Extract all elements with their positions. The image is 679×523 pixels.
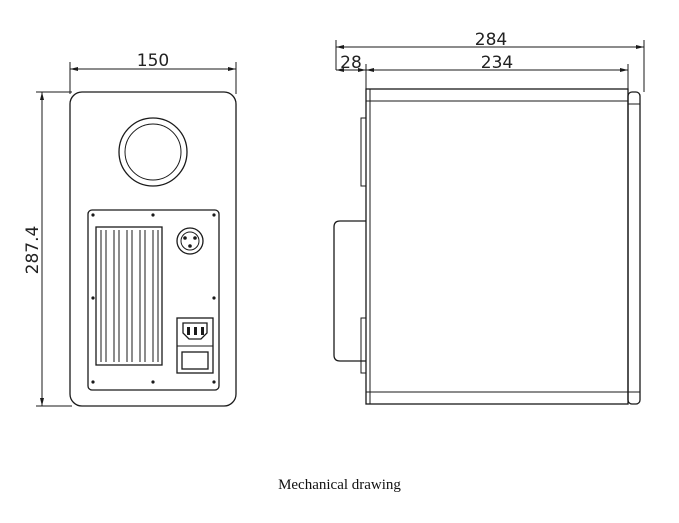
rear-amplifier-profile [333, 117, 367, 374]
front-baffle [627, 91, 641, 405]
power-inlet-icon [176, 317, 214, 374]
side-view: 284 28 234 [333, 30, 645, 405]
side-total-label: 284 [475, 30, 507, 50]
amplifier-plate [87, 209, 220, 391]
tweeter [118, 117, 188, 187]
screws [91, 213, 216, 384]
front-width-label: 150 [137, 51, 169, 71]
front-width-dimension: 150 [69, 51, 237, 94]
power-switch-icon [181, 351, 209, 370]
cabinet-body [365, 88, 629, 405]
side-total-dimension: 284 [335, 30, 645, 92]
front-view: 150 287.4 [23, 51, 237, 407]
front-height-label: 287.4 [23, 226, 43, 275]
side-offset-label: 28 [340, 53, 362, 73]
xlr-connector-icon [176, 227, 204, 255]
front-panel-outline [69, 91, 237, 407]
figure-caption: Mechanical drawing [278, 477, 401, 493]
side-partial-dimensions: 28 234 [336, 53, 629, 90]
side-body-label: 234 [481, 53, 513, 73]
heatsink [95, 226, 163, 366]
front-height-dimension: 287.4 [23, 91, 72, 407]
